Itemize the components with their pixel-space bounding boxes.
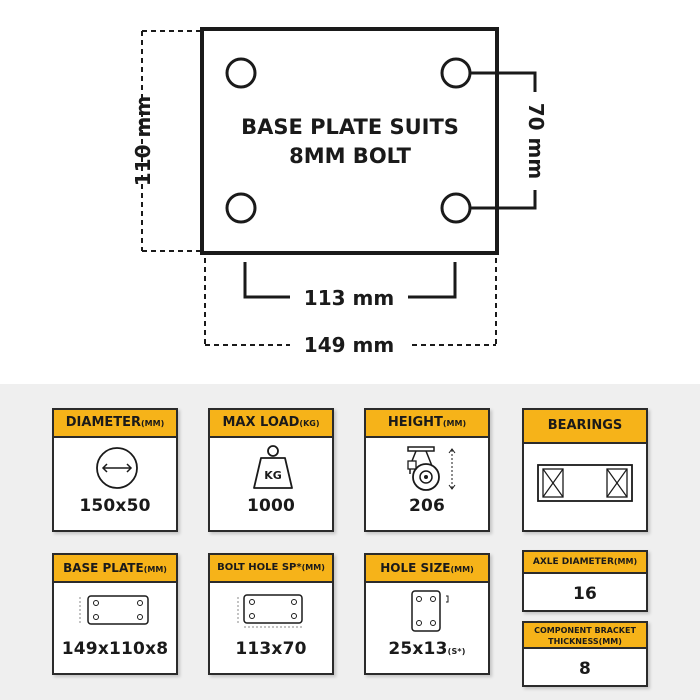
spec-label: DIAMETER <box>65 415 142 430</box>
spec-header-height: HEIGHT(MM) <box>366 410 488 438</box>
spec-unit: (MM) <box>598 637 622 646</box>
spec-unit: (MM) <box>301 563 325 572</box>
spec-unit: (MM) <box>450 565 474 574</box>
spec-label: MAX LOAD <box>222 415 300 430</box>
spec-label-line2: THICKNESS <box>548 637 599 646</box>
bolt-hole-bottom-left <box>225 192 257 224</box>
spec-card-height: HEIGHT(MM) 206 <box>364 408 490 532</box>
base-plate-diagram: BASE PLATE SUITS 8MM BOLT 110 mm 70 mm 1… <box>131 27 548 358</box>
spec-label: BEARINGS <box>547 418 623 433</box>
spec-label: BASE PLATE <box>63 561 144 575</box>
bolt-hole-bottom-right <box>440 192 472 224</box>
spec-value-diameter: 150x50 <box>79 496 151 516</box>
spec-header-bolt-hole: BOLT HOLE SP*(MM) <box>210 555 332 583</box>
wheel-diameter-icon <box>96 447 138 489</box>
hole-size-suffix: (S*) <box>447 647 466 656</box>
bolt-spacing-icon <box>237 594 303 628</box>
spec-header-base-plate: BASE PLATE(MM) <box>54 555 176 583</box>
spec-label-line2-wrap: THICKNESS(MM) <box>524 636 646 647</box>
spec-unit: (MM) <box>613 557 638 566</box>
spec-header-bracket-thickness: COMPONENT BRACKET THICKNESS(MM) <box>524 623 646 649</box>
kg-icon-text: KG <box>264 469 282 482</box>
spec-card-bolt-hole: BOLT HOLE SP*(MM) 113x70 <box>208 553 334 675</box>
spec-value-hole-size: 25x13(S*) <box>366 639 488 659</box>
castor-wheel-icon <box>407 446 456 491</box>
spec-unit: (KG) <box>299 419 320 428</box>
spec-card-max-load: MAX LOAD(KG) KG 1000 <box>208 408 334 532</box>
spec-label: HOLE SIZE <box>380 561 451 575</box>
spec-card-axle-diameter: AXLE DIAMETER(MM) 16 <box>522 550 648 612</box>
height-dimension-label: 110 mm <box>131 96 155 186</box>
base-plate-icon <box>79 595 149 625</box>
bolt-hole-top-left <box>225 57 257 89</box>
spec-unit: (MM) <box>141 419 165 428</box>
kg-weight-icon: KG <box>253 445 293 489</box>
spec-card-bracket-thickness: COMPONENT BRACKET THICKNESS(MM) 8 <box>522 621 648 687</box>
spec-value-max-load: 1000 <box>246 496 296 516</box>
hole-vertical-dimension-label: 70 mm <box>524 103 548 179</box>
roller-bearing-icon <box>537 464 633 502</box>
spec-label: AXLE DIAMETER <box>532 557 614 567</box>
spec-unit: (MM) <box>143 565 167 574</box>
spec-card-diameter: DIAMETER(MM) 150x50 <box>52 408 178 532</box>
spec-header-hole-size: HOLE SIZE(MM) <box>366 555 488 583</box>
spec-label: HEIGHT <box>387 415 443 430</box>
spec-card-bearings: BEARINGS <box>522 408 648 532</box>
spec-label: BOLT HOLE SP* <box>217 562 302 573</box>
hole-horizontal-bracket-right <box>408 262 457 299</box>
spec-header-axle-diameter: AXLE DIAMETER(MM) <box>524 552 646 574</box>
spec-header-diameter: DIAMETER(MM) <box>54 410 176 438</box>
hole-size-icon <box>411 590 449 632</box>
spec-card-hole-size: HOLE SIZE(MM) 25x13(S*) <box>364 553 490 675</box>
plate-label-line1: BASE PLATE SUITS <box>241 115 459 139</box>
width-dimension-label: 149 mm <box>304 333 394 357</box>
spec-header-bearings: BEARINGS <box>524 410 646 444</box>
spec-value-height: 206 <box>408 496 446 516</box>
plate-label-line2: 8MM BOLT <box>289 144 411 168</box>
spec-unit: (MM) <box>442 419 467 428</box>
spec-label-line1: COMPONENT BRACKET <box>534 626 636 635</box>
hole-horizontal-dimension-label: 113 mm <box>304 286 394 310</box>
spec-value-axle-diameter: 16 <box>572 584 598 604</box>
bolt-hole-top-right <box>440 57 472 89</box>
hole-horizontal-bracket-left <box>243 262 290 299</box>
hole-size-value: 25x13 <box>388 639 448 659</box>
spec-value-bracket-thickness: 8 <box>578 659 592 679</box>
spec-value-bolt-hole: 113x70 <box>235 639 307 659</box>
spec-header-max-load: MAX LOAD(KG) <box>210 410 332 438</box>
spec-value-base-plate: 149x110x8 <box>61 639 169 659</box>
spec-card-base-plate: BASE PLATE(MM) 149x110x8 <box>52 553 178 675</box>
base-plate-drawing: BASE PLATE SUITS 8MM BOLT 110 mm 70 mm 1… <box>131 27 548 358</box>
